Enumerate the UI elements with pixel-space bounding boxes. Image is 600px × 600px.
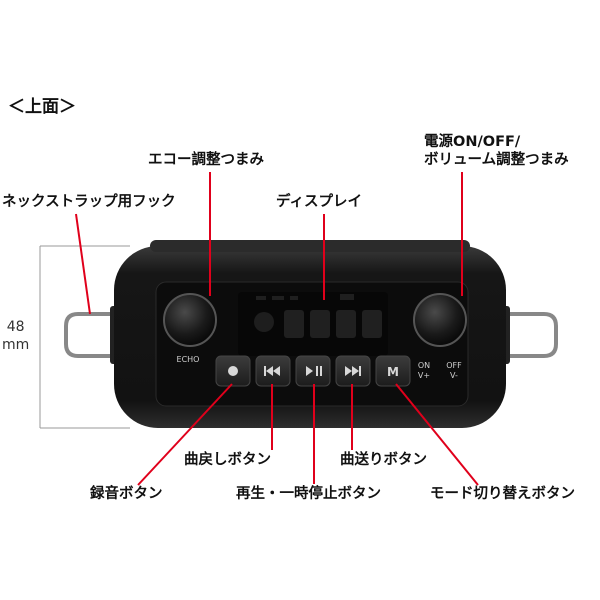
play-pause-icon bbox=[306, 366, 322, 376]
play-pause-button[interactable] bbox=[295, 355, 331, 387]
power-label-line2: ボリューム調整つまみ bbox=[424, 152, 569, 168]
off-print: OFF bbox=[446, 361, 462, 370]
power-volume-knob[interactable] bbox=[413, 293, 467, 347]
vminus-print: V- bbox=[450, 371, 458, 380]
power-label-line1: 電源ON/OFF/ bbox=[424, 134, 521, 150]
echo-print: ECHO bbox=[177, 355, 200, 364]
play-pause-button-label: 再生・一時停止ボタン bbox=[236, 486, 381, 502]
section-title: ＜上面＞ bbox=[8, 97, 76, 117]
record-button-label: 録音ボタン bbox=[90, 486, 163, 502]
echo-knob[interactable] bbox=[163, 293, 217, 347]
skip-forward-icon bbox=[345, 366, 361, 376]
strap-callout-line bbox=[75, 213, 91, 315]
skip-back-icon bbox=[264, 366, 280, 376]
mode-button[interactable]: M bbox=[375, 355, 411, 387]
record-callout-line bbox=[137, 383, 233, 486]
strap-hook-left bbox=[64, 312, 126, 358]
record-button[interactable] bbox=[215, 355, 251, 387]
dimension-unit: mm bbox=[2, 337, 30, 353]
record-icon bbox=[228, 366, 238, 376]
strap-hook-label: ネックストラップ用フック bbox=[2, 194, 176, 210]
device-top-edge bbox=[150, 240, 470, 252]
strap-hook-right bbox=[494, 312, 558, 358]
mode-key-text: M bbox=[387, 365, 399, 379]
next-button-label: 曲送りボタン bbox=[340, 452, 427, 468]
dimension-value: 48 bbox=[6, 319, 25, 335]
mode-callout-line bbox=[395, 383, 479, 486]
echo-knob-label: エコー調整つまみ bbox=[148, 152, 264, 168]
display-screen bbox=[238, 292, 388, 356]
prev-button[interactable] bbox=[255, 355, 291, 387]
vplus-print: V+ bbox=[418, 371, 430, 380]
next-button[interactable] bbox=[335, 355, 371, 387]
display-label: ディスプレイ bbox=[276, 194, 362, 210]
dimension-label: 48 mm bbox=[2, 318, 29, 354]
dimension-guide bbox=[39, 245, 130, 429]
mode-button-label: モード切り替えボタン bbox=[430, 486, 575, 502]
on-print: ON bbox=[418, 361, 430, 370]
prev-button-label: 曲戻しボタン bbox=[184, 452, 271, 468]
